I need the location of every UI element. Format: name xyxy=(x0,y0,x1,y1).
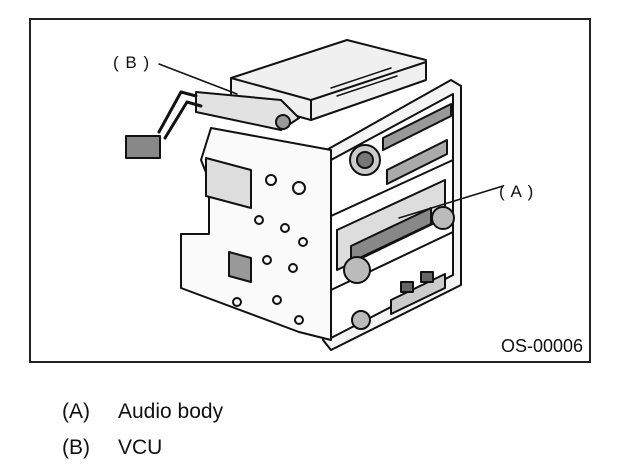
side-bracket xyxy=(180,127,332,341)
figure-frame: ( B ) ( A ) OS-00006 xyxy=(29,18,591,363)
legend-key: (A) xyxy=(62,400,90,423)
legend: (A) Audio body (B) VCU xyxy=(62,400,223,472)
callout-b-label: ( B ) xyxy=(113,53,151,72)
vcu-module xyxy=(158,39,427,131)
figure-code: OS-00006 xyxy=(500,336,583,356)
audio-unit-drawing xyxy=(125,39,504,351)
legend-key: (B) xyxy=(62,436,90,459)
legend-item: (B) VCU xyxy=(62,436,223,472)
legend-text: Audio body xyxy=(118,400,224,423)
audio-body xyxy=(322,79,504,351)
legend-text: VCU xyxy=(118,436,163,459)
vcu-harness xyxy=(125,90,203,159)
callout-a-label: ( A ) xyxy=(499,182,535,201)
legend-item: (A) Audio body xyxy=(62,400,223,436)
